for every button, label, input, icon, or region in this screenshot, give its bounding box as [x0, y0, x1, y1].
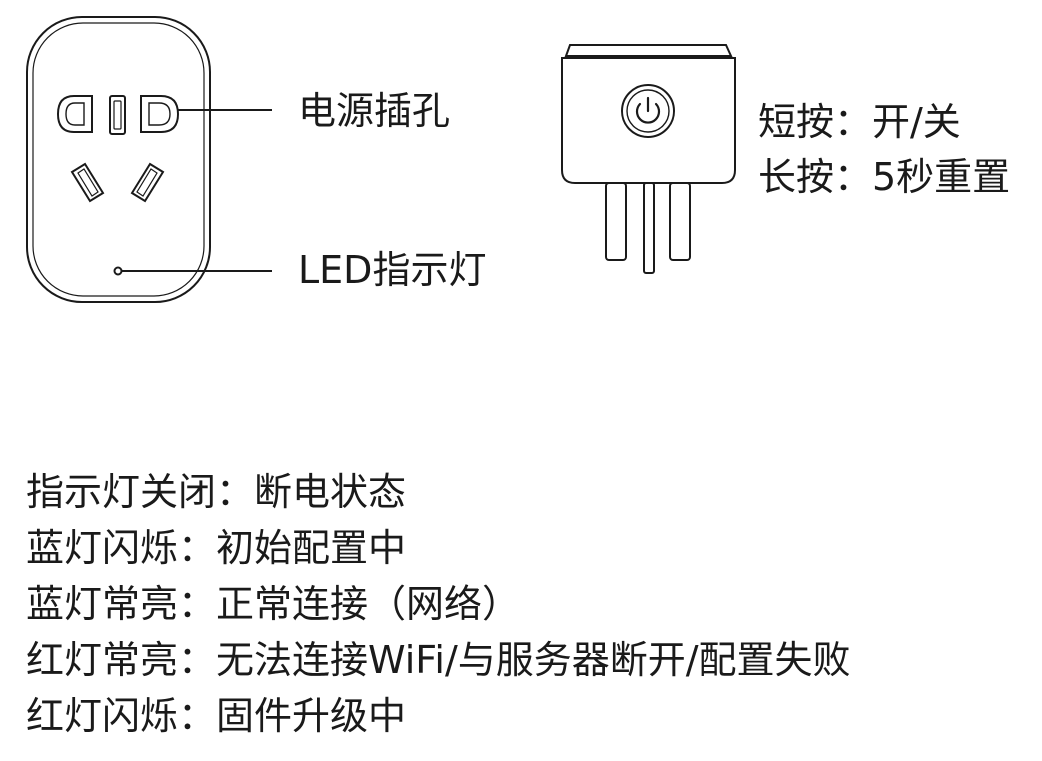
socket-pin-center: [109, 95, 126, 135]
short-press-label: 短按：开/关: [758, 100, 961, 144]
socket-pin-left: [56, 95, 93, 133]
status-item-blue-blink: 蓝灯闪烁：初始配置中: [26, 526, 407, 570]
power-button-icon[interactable]: [621, 84, 675, 138]
two-pin-socket-icon: [56, 95, 180, 135]
plug-front-view: [26, 16, 211, 303]
indicator-status-list: 指示灯关闭：断电状态 蓝灯闪烁：初始配置中 蓝灯常亮：正常连接（网络） 红灯常亮…: [26, 464, 851, 744]
socket-pin-right: [140, 95, 180, 133]
long-press-label: 长按：5秒重置: [758, 155, 1011, 199]
plug-side-view: [561, 44, 736, 274]
plug-front-body: [26, 16, 211, 303]
slanted-slot-right: [130, 162, 165, 203]
slanted-socket-icon: [70, 162, 165, 203]
status-item-off: 指示灯关闭：断电状态: [26, 470, 407, 514]
plug-front-inner-edge: [32, 22, 205, 297]
power-socket-label: 电源插孔: [298, 89, 451, 133]
slanted-slot-left: [70, 162, 105, 203]
status-item-blue-solid: 蓝灯常亮：正常连接（网络）: [26, 582, 521, 626]
status-item-red-solid: 红灯常亮：无法连接WiFi/与服务器断开/配置失败: [26, 638, 851, 682]
plug-side-body: [561, 57, 736, 184]
prong-center: [643, 182, 655, 274]
status-item-red-blink: 红灯闪烁：固件升级中: [26, 694, 407, 738]
front-view-leaders: [122, 109, 272, 272]
plug-side-top-cap: [564, 44, 733, 57]
led-indicator-label: LED指示灯: [298, 248, 487, 292]
led-indicator-icon: [113, 266, 123, 276]
device-diagram: [26, 16, 736, 303]
prong-right: [669, 182, 691, 261]
prong-left: [605, 182, 627, 261]
